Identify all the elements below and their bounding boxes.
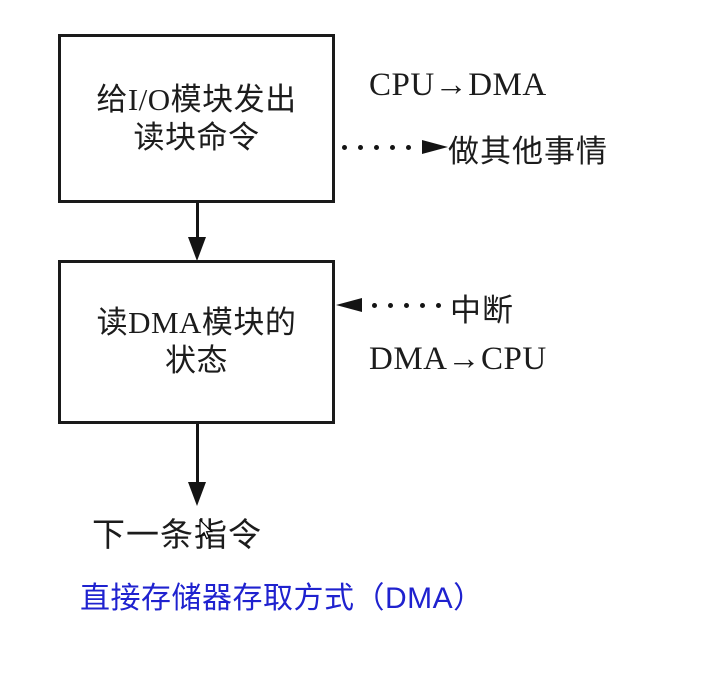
box-dma-status-line-1: 读DMA模块的	[96, 305, 297, 341]
box-read-cmd-line-2: 读块命令	[133, 119, 260, 155]
connector-shaft	[196, 203, 199, 241]
dot	[342, 145, 347, 150]
dot	[358, 145, 363, 150]
dot	[388, 303, 393, 308]
dotted-line-segment	[336, 303, 446, 308]
box-dma-status-line-2: 状态	[165, 343, 228, 378]
dotted-line-segment	[340, 145, 448, 150]
connector-arrow-box1-to-box2	[185, 203, 209, 261]
dot	[374, 145, 379, 150]
diagram-caption: 直接存储器存取方式（DMA）	[80, 582, 484, 615]
process-box-read-dma-status: 读DMA模块的 状态	[58, 260, 335, 424]
dot	[420, 303, 425, 308]
label-dma-to-cpu: DMA→CPU	[369, 341, 547, 377]
dot	[390, 145, 395, 150]
label-cpu-to-dma: CPU→DMA	[369, 67, 547, 103]
process-box-issue-read-command: 给I/O模块发出 读块命令	[58, 34, 335, 203]
arrowhead-left-icon	[336, 298, 362, 312]
mouse-cursor-arrow-icon	[199, 519, 213, 540]
dotted-arrow-interrupt	[336, 298, 446, 312]
connector-shaft	[196, 424, 199, 484]
dotted-arrow-do-other-things	[340, 140, 448, 154]
arrowhead-right-icon	[422, 140, 448, 154]
dot	[436, 303, 441, 308]
label-interrupt: 中断	[450, 293, 514, 328]
arrowhead-down-icon	[188, 482, 206, 506]
label-next-instruction: 下一条指令	[92, 518, 262, 554]
box-read-cmd-line-1: 给I/O模块发出	[96, 81, 297, 117]
label-do-other-things: 做其他事情	[448, 134, 608, 169]
connector-arrow-box2-to-next-instruction	[185, 424, 209, 506]
dot	[372, 303, 377, 308]
arrowhead-down-icon	[188, 237, 206, 261]
dot	[406, 145, 411, 150]
dot	[404, 303, 409, 308]
